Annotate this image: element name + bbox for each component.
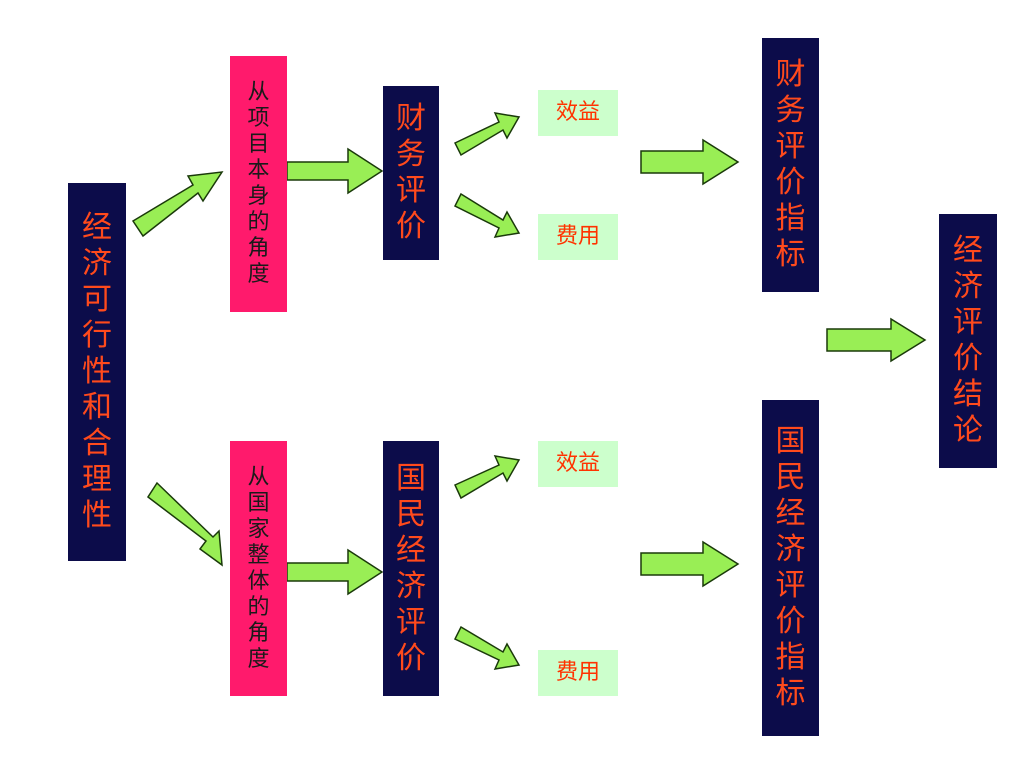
arrow-nationaleval-to-cost bbox=[453, 625, 521, 670]
node-project-perspective: 从 项 目 本 身 的 角 度 bbox=[230, 56, 287, 312]
arrow-to-conclusion bbox=[826, 317, 927, 363]
node-cost-bottom: 费用 bbox=[538, 650, 618, 696]
arrow-national-to-nationaleval bbox=[286, 548, 384, 596]
node-cost-top: 费用 bbox=[538, 214, 618, 260]
node-national-indicators-label: 国 民 经 济 评 价 指 标 bbox=[775, 424, 806, 711]
node-national-perspective: 从 国 家 整 体 的 角 度 bbox=[230, 441, 287, 696]
arrow-financial-to-benefit bbox=[453, 112, 521, 157]
arrow-to-national-indicators bbox=[640, 540, 740, 588]
arrow-financial-to-cost bbox=[453, 192, 521, 238]
arrow-root-to-national bbox=[146, 481, 223, 567]
arrow-nationaleval-to-benefit bbox=[454, 455, 521, 500]
node-cost-top-label: 费用 bbox=[555, 224, 600, 249]
node-benefit-top-label: 效益 bbox=[555, 100, 600, 125]
node-national-economic-evaluation-label: 国 民 经 济 评 价 bbox=[396, 460, 426, 676]
node-national-economic-evaluation: 国 民 经 济 评 价 bbox=[383, 441, 439, 696]
arrow-to-financial-indicators bbox=[640, 138, 740, 186]
node-financial-indicators: 财 务 评 价 指 标 bbox=[762, 38, 819, 292]
arrow-project-to-financial bbox=[286, 147, 384, 195]
node-national-perspective-label: 从 国 家 整 体 的 角 度 bbox=[247, 464, 270, 672]
node-economic-feasibility-label: 经 济 可 行 性 和 合 理 性 bbox=[82, 210, 112, 533]
node-financial-indicators-label: 财 务 评 价 指 标 bbox=[775, 57, 806, 272]
node-cost-bottom-label: 费用 bbox=[555, 660, 600, 685]
node-project-perspective-label: 从 项 目 本 身 的 角 度 bbox=[247, 80, 270, 287]
node-economic-evaluation-conclusion: 经 济 评 价 结 论 bbox=[939, 214, 997, 468]
node-benefit-top: 效益 bbox=[538, 90, 618, 136]
node-national-indicators: 国 民 经 济 评 价 指 标 bbox=[762, 400, 819, 736]
node-financial-evaluation: 财 务 评 价 bbox=[383, 86, 439, 260]
node-economic-feasibility: 经 济 可 行 性 和 合 理 性 bbox=[68, 183, 126, 561]
node-financial-evaluation-label: 财 务 评 价 bbox=[396, 101, 426, 244]
node-benefit-bottom-label: 效益 bbox=[555, 451, 600, 476]
node-economic-evaluation-conclusion-label: 经 济 评 价 结 论 bbox=[953, 233, 983, 448]
node-benefit-bottom: 效益 bbox=[538, 441, 618, 487]
arrow-root-to-project bbox=[131, 171, 224, 238]
